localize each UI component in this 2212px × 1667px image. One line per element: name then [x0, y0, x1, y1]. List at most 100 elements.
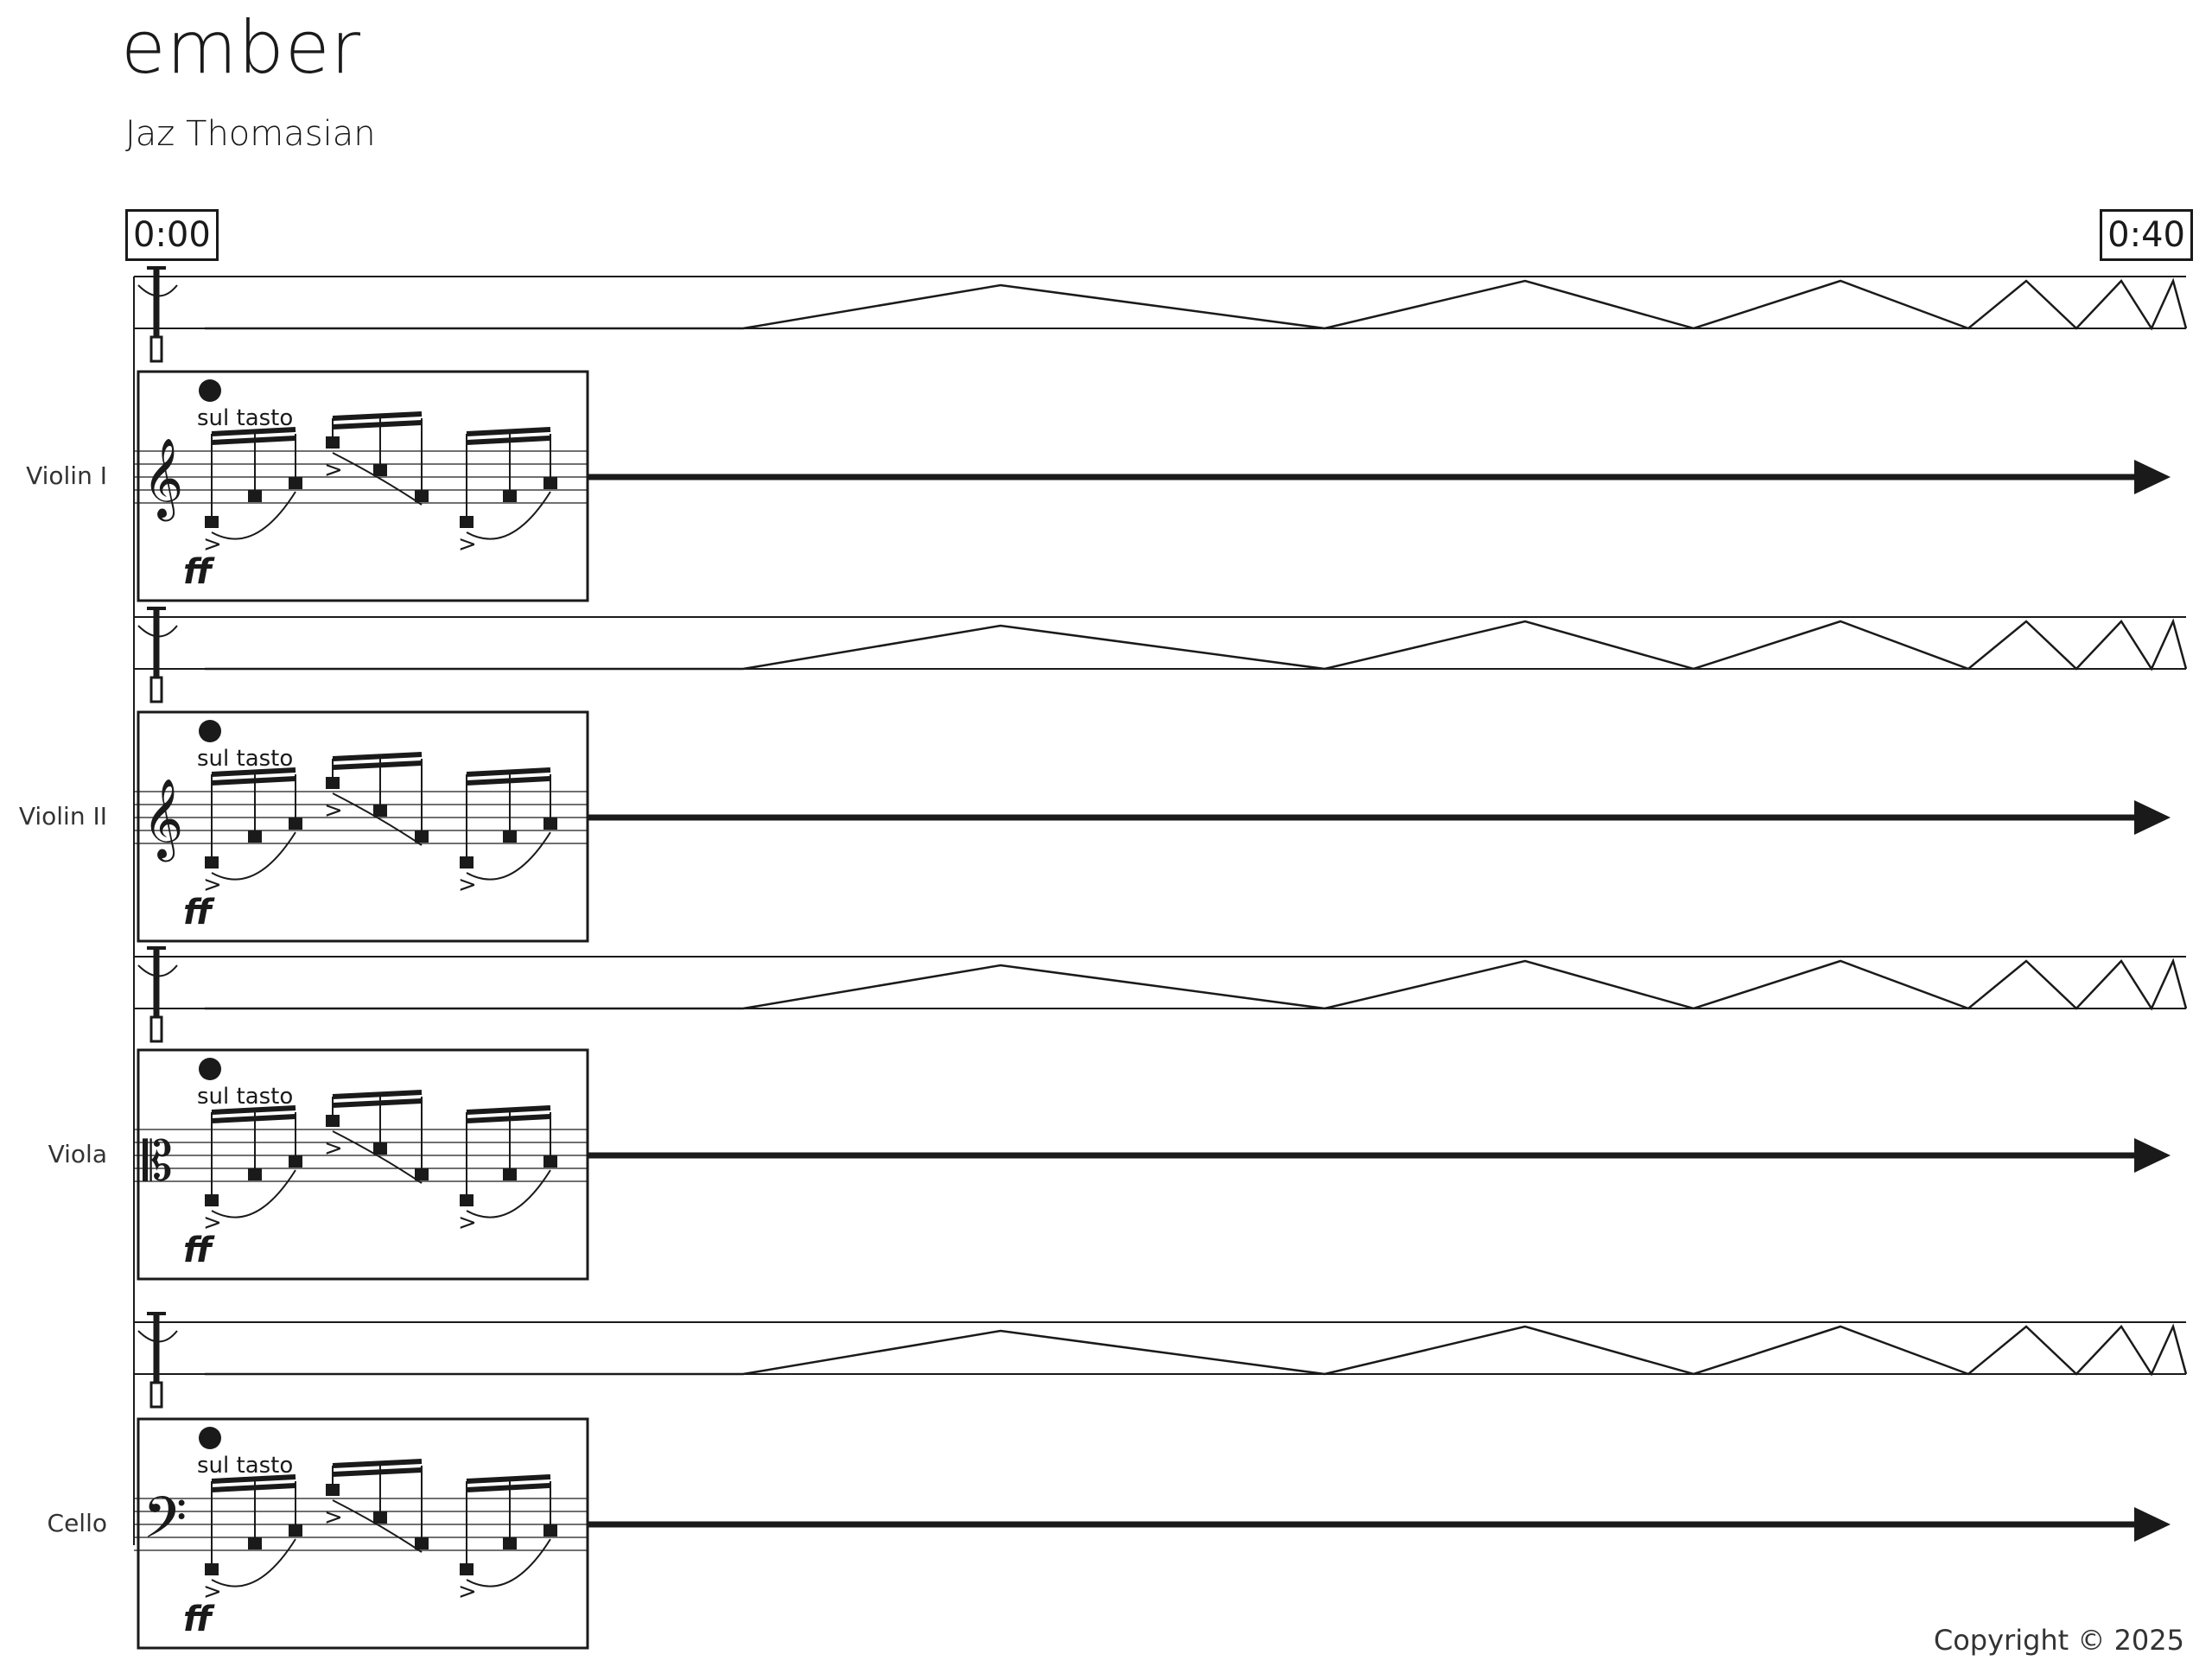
accent-mark: > [324, 1505, 343, 1530]
note-group: > [203, 427, 302, 557]
copyright-notice: Copyright © 2025 [1933, 1624, 2184, 1657]
accent-mark: > [203, 1579, 222, 1605]
accent-mark: > [324, 798, 343, 824]
clef-icon: 𝄞 [143, 437, 183, 521]
bow-position-icon [137, 266, 178, 363]
note-group: > [324, 1090, 429, 1184]
composer-name: Jaz Thomasian [125, 114, 376, 154]
note-beam [332, 760, 423, 770]
note-group: > [203, 1474, 302, 1605]
filled-circle-icon [199, 379, 221, 402]
note-group: > [324, 1459, 429, 1553]
accent-mark: > [458, 1210, 477, 1236]
instrument-system: sul tasto𝄢>>>ff [134, 1312, 2188, 1650]
slur [211, 831, 296, 881]
accent-mark: > [324, 1136, 343, 1161]
note-beam [466, 1105, 551, 1115]
technique-label: sul tasto [197, 1453, 293, 1479]
accent-mark: > [458, 531, 477, 557]
accent-mark: > [458, 872, 477, 898]
dynamic-marking: ff [183, 1231, 215, 1270]
clef-icon: 𝄞 [143, 778, 183, 862]
slur [211, 1538, 296, 1587]
technique-label: sul tasto [197, 746, 293, 772]
slur [332, 1130, 423, 1184]
note-beam [332, 1467, 423, 1477]
note-beam [466, 427, 551, 436]
dynamic-marking: ff [183, 552, 215, 592]
note-beam [211, 1114, 296, 1123]
filled-circle-icon [199, 720, 221, 742]
dynamic-marking: ff [183, 893, 215, 932]
notation-cell-frame [137, 710, 589, 943]
bow-pressure-contour [205, 277, 2188, 331]
bow-position-icon [137, 946, 178, 1043]
bow-frog [149, 676, 163, 703]
instrument-label: Violin II [18, 802, 107, 830]
bow-frog [149, 1015, 163, 1043]
notation-cell: sul tasto𝄡>>>ff [134, 1048, 589, 1281]
slur [332, 1499, 423, 1553]
arrowhead-icon [2134, 1138, 2171, 1173]
note-beam [332, 1090, 423, 1099]
slur [211, 491, 296, 540]
accent-mark: > [203, 872, 222, 898]
instrument-label: Violin I [26, 461, 107, 490]
note-beam [332, 752, 423, 761]
bow-curve [137, 1330, 178, 1343]
note-beam [211, 1483, 296, 1492]
instrument-system: sul tasto𝄞>>>ff [134, 607, 2188, 943]
note-group: > [324, 752, 429, 846]
note-beam [466, 767, 551, 777]
slur [211, 1169, 296, 1218]
note-group: > [458, 1105, 557, 1236]
slur [466, 491, 551, 540]
slur [466, 1538, 551, 1587]
instrument-label: Cello [47, 1509, 107, 1537]
note-beam [466, 776, 551, 786]
note-group: > [458, 767, 557, 898]
dynamic-marking: ff [183, 1600, 215, 1639]
clef-icon: 𝄢 [143, 1485, 187, 1565]
note-beam [332, 411, 423, 421]
note-beam [466, 1114, 551, 1123]
bow-frog [149, 335, 163, 363]
time-marker-start: 0:00 [125, 209, 219, 261]
instrument-label: Viola [48, 1140, 107, 1168]
accent-mark: > [458, 1579, 477, 1605]
note-beam [466, 436, 551, 445]
bow-pressure-contour [205, 618, 2188, 671]
accent-mark: > [203, 1210, 222, 1236]
note-group: > [203, 767, 302, 898]
bow-curve [137, 964, 178, 977]
slur [466, 831, 551, 881]
notation-cell-frame [137, 1417, 589, 1650]
note-group: > [458, 427, 557, 557]
note-beam [332, 1098, 423, 1108]
slur [332, 792, 423, 846]
note-group: > [458, 1474, 557, 1605]
filled-circle-icon [199, 1058, 221, 1080]
bow-pressure-contour [205, 958, 2188, 1011]
note-beam [211, 427, 296, 436]
clef-icon: 𝄡 [143, 1129, 173, 1193]
time-marker-end: 0:40 [2100, 209, 2193, 261]
note-beam [211, 767, 296, 777]
filled-circle-icon [199, 1427, 221, 1449]
bow-pressure-contour [205, 1323, 2188, 1377]
notation-cell: sul tasto𝄞>>>ff [134, 710, 589, 943]
instrument-system: sul tasto𝄞>>>ff [134, 266, 2188, 602]
bow-frog [149, 1381, 163, 1409]
note-beam [332, 420, 423, 429]
note-beam [332, 1459, 423, 1468]
arrowhead-icon [2134, 1507, 2171, 1542]
arrowhead-icon [2134, 460, 2171, 494]
note-group: > [324, 411, 429, 506]
bow-position-icon [137, 1312, 178, 1409]
note-beam [466, 1483, 551, 1492]
notation-cell: sul tasto𝄞>>>ff [134, 370, 589, 602]
note-group: > [203, 1105, 302, 1236]
bow-curve [137, 625, 178, 638]
